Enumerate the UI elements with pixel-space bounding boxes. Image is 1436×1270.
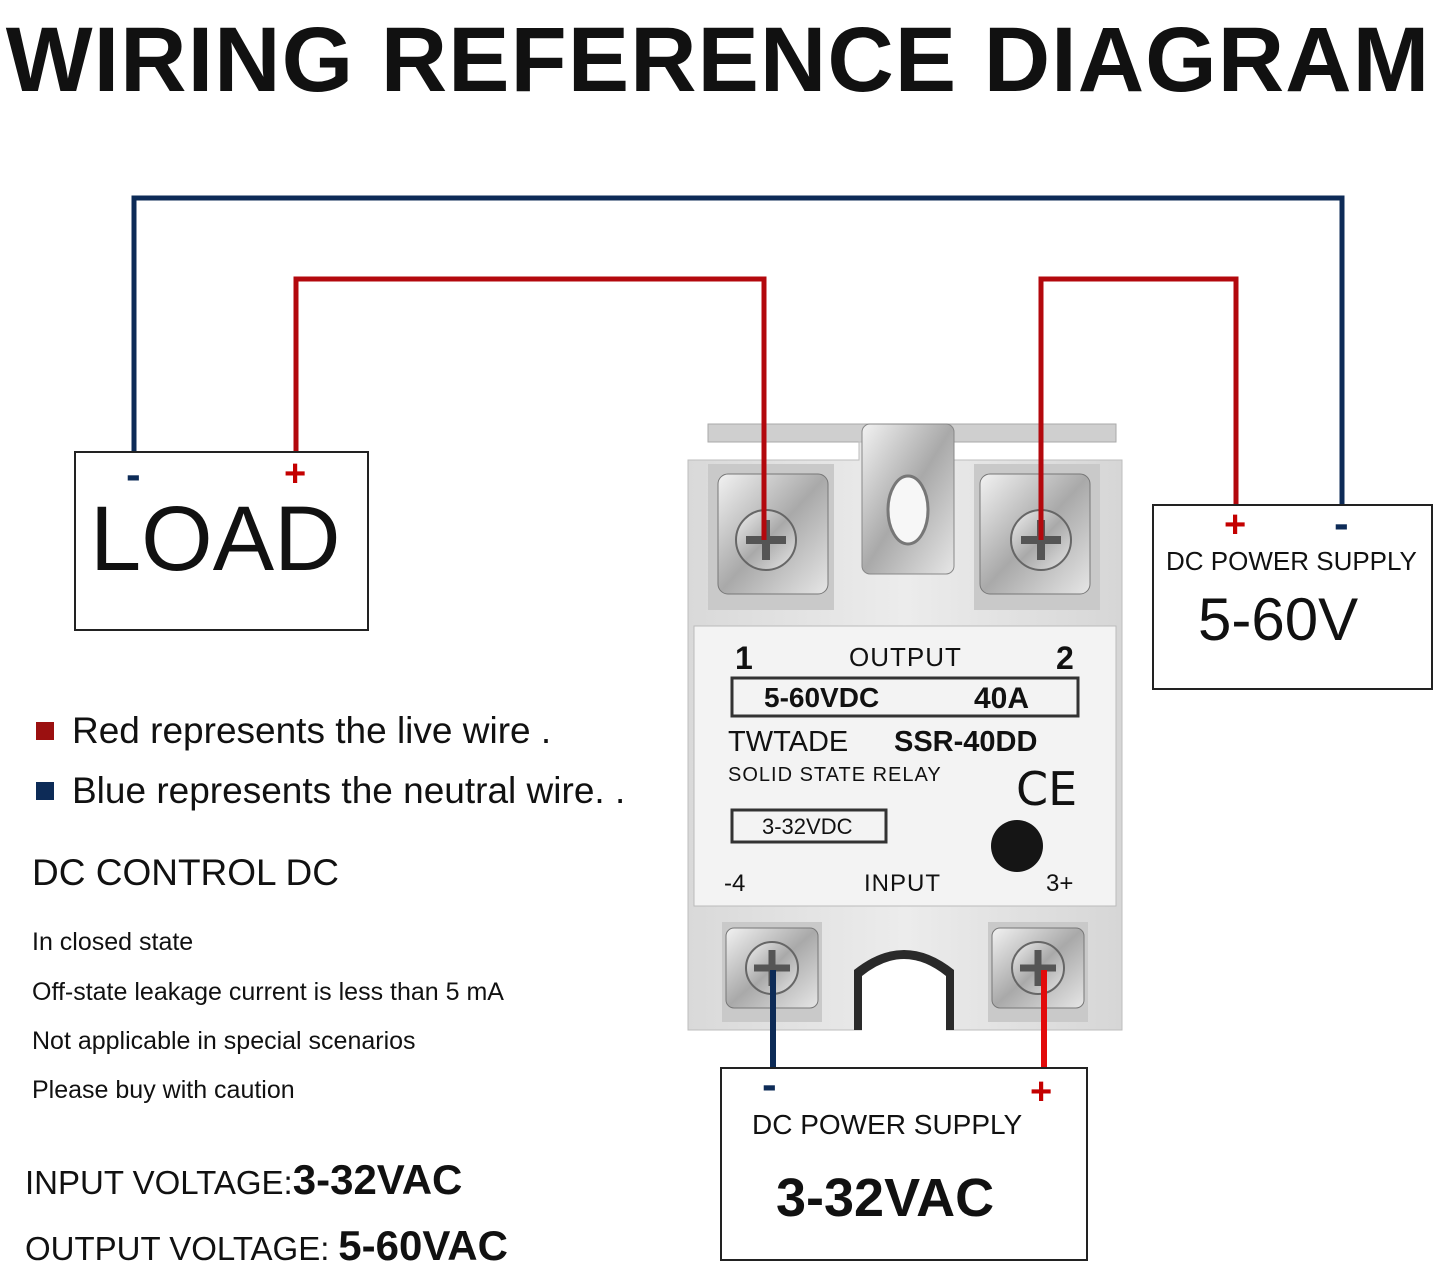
relay-terminal-2: 2 (1056, 640, 1074, 676)
output-supply-plus-sign: + (1224, 504, 1247, 546)
note-item: Please buy with caution (32, 1076, 295, 1104)
relay-rating-current: 40A (974, 682, 1030, 715)
blue-square-icon (36, 782, 54, 800)
output-supply-value: 5-60V (1198, 586, 1359, 653)
output-supply-minus-sign: - (1334, 499, 1349, 548)
mode-heading: DC CONTROL DC (32, 852, 339, 893)
relay-description: SOLID STATE RELAY (728, 764, 942, 786)
relay-model: SSR-40DD (894, 726, 1038, 758)
relay-input-range: 3-32VDC (762, 814, 853, 839)
load-plus-sign: + (284, 453, 307, 495)
solid-state-relay (687, 423, 1123, 1032)
input-supply-minus-sign: - (762, 1060, 777, 1109)
load-box: - + LOAD (74, 451, 369, 631)
legend-neutral-text: Blue represents the neutral wire. . (72, 770, 626, 811)
input-supply-value: 3-32VAC (776, 1168, 995, 1228)
input-supply-plus-sign: + (1030, 1071, 1053, 1113)
legend-live-text: Red represents the live wire . (72, 710, 552, 751)
relay-input-label: INPUT (864, 870, 941, 897)
diagram-title: WIRING REFERENCE DIAGRAM (5, 9, 1431, 111)
output-voltage-value: 5-60VAC (338, 1222, 508, 1269)
relay-terminal-3: 3+ (1046, 870, 1074, 897)
input-voltage-value: 3-32VAC (292, 1156, 463, 1203)
relay-output-label: OUTPUT (849, 642, 962, 672)
legend-live-wire: Red represents the live wire . (36, 710, 551, 752)
relay-terminal-4: -4 (724, 870, 746, 897)
note-item: In closed state (32, 928, 194, 956)
relay-rating-voltage: 5-60VDC (764, 682, 880, 713)
note-item: Off-state leakage current is less than 5… (32, 978, 504, 1006)
load-minus-sign: - (126, 450, 141, 499)
ce-mark-icon: CE (1016, 762, 1078, 816)
input-voltage-spec: INPUT VOLTAGE:3-32VAC (25, 1156, 462, 1204)
input-supply-label: DC POWER SUPPLY (752, 1109, 1023, 1140)
input-power-supply-box: - + DC POWER SUPPLY 3-32VAC (720, 1063, 1088, 1261)
output-power-supply-box: + - DC POWER SUPPLY 5-60V (1152, 499, 1433, 690)
output-voltage-label: OUTPUT VOLTAGE: (25, 1230, 330, 1267)
red-square-icon (36, 722, 54, 740)
load-label: LOAD (90, 488, 341, 590)
output-supply-label: DC POWER SUPPLY (1166, 546, 1417, 576)
relay-brand: TWTADE (728, 726, 849, 758)
relay-terminal-1: 1 (735, 640, 753, 676)
output-voltage-spec: OUTPUT VOLTAGE: 5-60VAC (25, 1222, 508, 1270)
legend-neutral-wire: Blue represents the neutral wire. . (36, 770, 625, 812)
note-item: Not applicable in special scenarios (32, 1027, 416, 1055)
neutral-wire-output (131, 195, 1345, 506)
input-voltage-label: INPUT VOLTAGE: (25, 1164, 293, 1201)
